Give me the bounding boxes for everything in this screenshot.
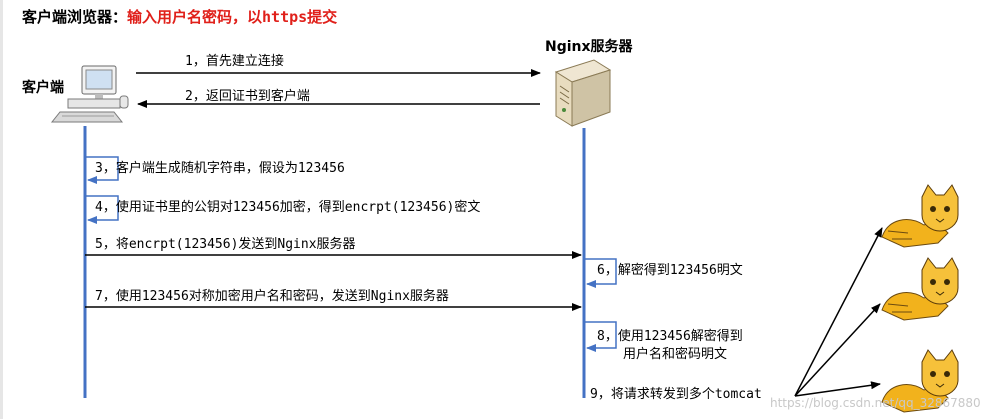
step-4-text: 4，使用证书里的公钥对123456加密，得到encrpt(123456)密文 xyxy=(95,200,481,215)
step-8-self-arrow xyxy=(584,321,617,352)
heading-label: 客户端浏览器： xyxy=(22,8,128,26)
step-8-text-line1: 8，使用123456解密得到 xyxy=(597,329,743,344)
server-label: Nginx服务器 xyxy=(545,39,633,55)
tomcat-arrow-3 xyxy=(794,381,881,397)
step-6-text: 6，解密得到123456明文 xyxy=(597,263,743,278)
client-label: 客户端 xyxy=(22,80,64,96)
tomcat-cat-icon xyxy=(881,257,959,321)
heading-text: 输入用户名密码，以https提交 xyxy=(127,8,338,26)
step-5-text: 5，将encrpt(123456)发送到Nginx服务器 xyxy=(95,237,356,252)
step-3-text: 3，客户端生成随机字符串，假设为123456 xyxy=(95,161,345,176)
tomcat-arrow-1 xyxy=(794,227,883,397)
step-7-text: 7，使用123456对称加密用户名和密码，发送到Nginx服务器 xyxy=(95,289,449,304)
tomcat-cat-icon xyxy=(881,349,959,413)
desktop-computer-icon xyxy=(50,65,129,123)
sequence-diagram xyxy=(50,59,959,413)
watermark: https://blog.csdn.net/qq_32867880 xyxy=(770,396,981,410)
left-edge xyxy=(0,0,3,419)
step-4-self-arrow xyxy=(85,195,119,224)
tomcat-arrow-2 xyxy=(794,303,881,397)
step-8-text-line2: 用户名和密码明文 xyxy=(623,347,728,362)
step-3-self-arrow xyxy=(85,156,119,184)
page-heading: 客户端浏览器：输入用户名密码，以https提交 xyxy=(22,6,337,27)
step-2-text: 2，返回证书到客户端 xyxy=(185,89,310,104)
step-1-text: 1，首先建立连接 xyxy=(185,54,284,69)
server-tower-icon xyxy=(554,59,612,127)
step-9-text: 9，将请求转发到多个tomcat xyxy=(590,387,762,402)
tomcat-cat-icon xyxy=(881,184,959,248)
step-6-self-arrow xyxy=(584,258,617,288)
